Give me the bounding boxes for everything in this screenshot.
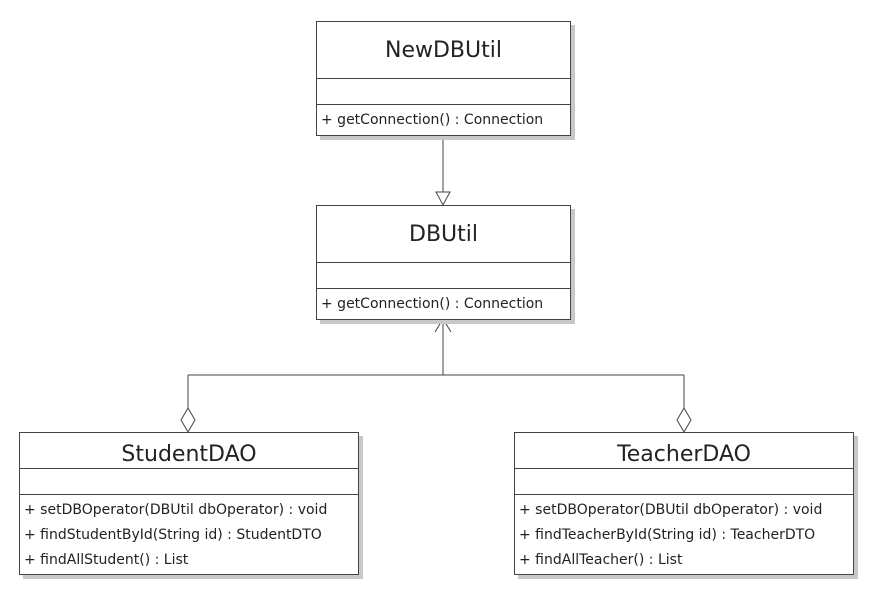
class-name: StudentDAO (20, 433, 358, 469)
class-name: DBUtil (317, 206, 570, 263)
class-name: NewDBUtil (317, 22, 570, 79)
operation: + setDBOperator(DBUtil dbOperator) : voi… (24, 502, 328, 518)
operations-section: + setDBOperator(DBUtil dbOperator) : voi… (515, 495, 853, 573)
operation: + setDBOperator(DBUtil dbOperator) : voi… (519, 502, 823, 518)
operations-section: + getConnection() : Connection (317, 105, 570, 133)
class-box-newdbutil[interactable]: NewDBUtil + getConnection() : Connection (316, 21, 571, 136)
operation: + findTeacherById(String id) : TeacherDT… (519, 527, 816, 543)
association-edge-to-dbutil (188, 318, 684, 376)
attributes-section (317, 263, 570, 289)
aggregation-edge-studentdao (180, 375, 196, 433)
class-box-studentdao[interactable]: StudentDAO + setDBOperator(DBUtil dbOper… (19, 432, 359, 575)
attributes-section (515, 469, 853, 495)
operations-section: + getConnection() : Connection (317, 289, 570, 317)
attributes-section (317, 79, 570, 105)
attributes-section (20, 469, 358, 495)
aggregation-diamond-icon (676, 407, 692, 433)
class-box-dbutil[interactable]: DBUtil + getConnection() : Connection (316, 205, 571, 320)
aggregation-edge-teacherdao (676, 375, 692, 433)
operation: + findAllTeacher() : List (519, 552, 683, 568)
generalization-edge (435, 135, 451, 207)
operation: + getConnection() : Connection (321, 112, 544, 128)
generalization-arrowhead-icon (435, 191, 451, 207)
operation: + findAllStudent() : List (24, 552, 189, 568)
class-box-teacherdao[interactable]: TeacherDAO + setDBOperator(DBUtil dbOper… (514, 432, 854, 575)
operation: + getConnection() : Connection (321, 296, 544, 312)
operations-section: + setDBOperator(DBUtil dbOperator) : voi… (20, 495, 358, 573)
class-name: TeacherDAO (515, 433, 853, 469)
aggregation-diamond-icon (180, 407, 196, 433)
operation: + findStudentById(String id) : StudentDT… (24, 527, 322, 543)
